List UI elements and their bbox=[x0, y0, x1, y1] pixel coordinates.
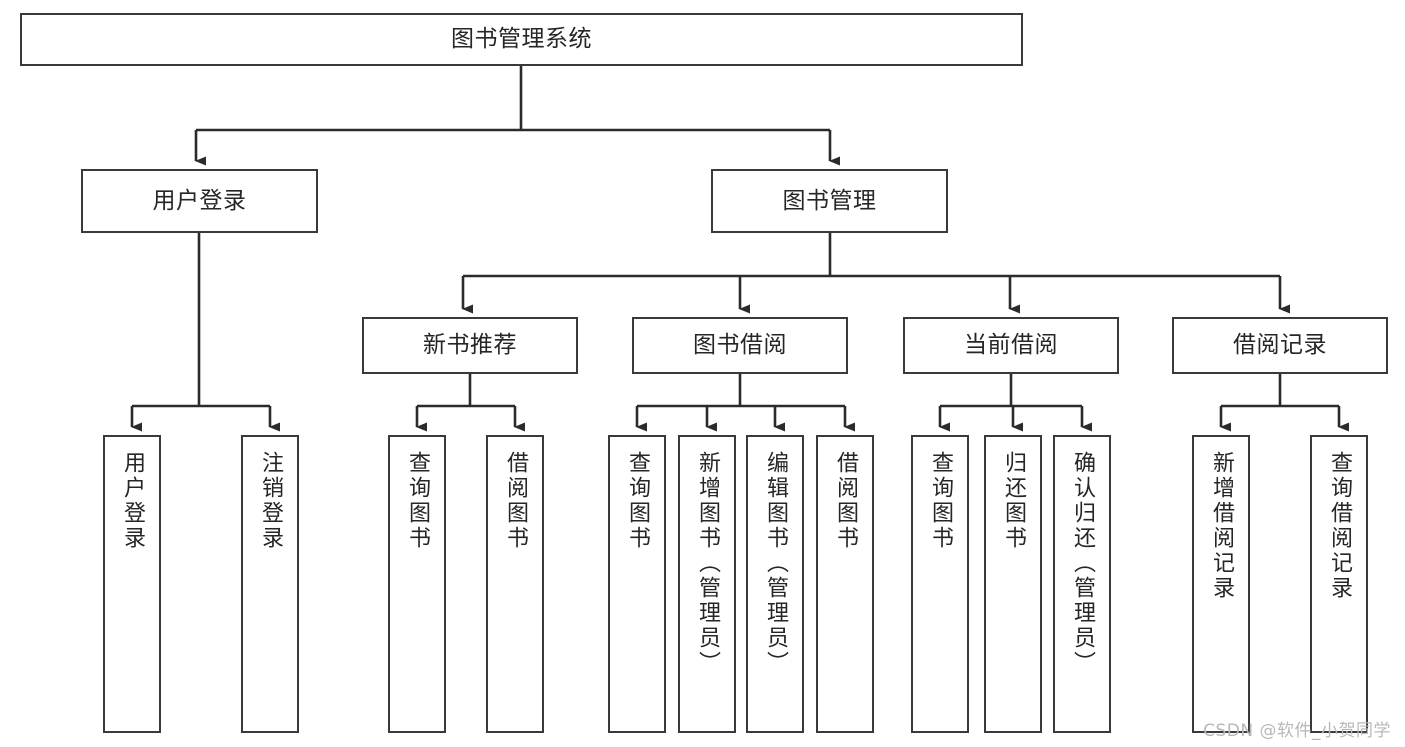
node-leaf-query-book-1[interactable]: 查询图书 bbox=[388, 435, 446, 733]
node-label: 新增借阅记录 bbox=[1209, 451, 1234, 601]
node-root[interactable]: 图书管理系统 bbox=[20, 13, 1023, 66]
node-leaf-add-record[interactable]: 新增借阅记录 bbox=[1192, 435, 1250, 733]
node-label: 用户登录 bbox=[152, 187, 247, 214]
node-label: 借阅图书 bbox=[503, 451, 528, 551]
node-leaf-confirm-return[interactable]: 确认归还（管理员） bbox=[1053, 435, 1111, 733]
node-new-book-rec[interactable]: 新书推荐 bbox=[362, 317, 578, 374]
watermark: CSDN @软件_小贺同学 bbox=[1203, 721, 1391, 741]
node-label: 确认归还（管理员） bbox=[1070, 451, 1095, 676]
node-label: 图书管理 bbox=[782, 187, 877, 214]
node-leaf-return-book[interactable]: 归还图书 bbox=[984, 435, 1042, 733]
node-label: 查询图书 bbox=[625, 451, 650, 551]
node-leaf-query-book-2[interactable]: 查询图书 bbox=[608, 435, 666, 733]
node-label: 当前借阅 bbox=[964, 332, 1058, 359]
node-leaf-add-book[interactable]: 新增图书（管理员） bbox=[678, 435, 736, 733]
node-user-login[interactable]: 用户登录 bbox=[81, 169, 318, 233]
node-label: 查询图书 bbox=[405, 451, 430, 551]
node-label: 新增图书（管理员） bbox=[695, 451, 720, 676]
node-label: 图书管理系统 bbox=[451, 26, 592, 53]
node-leaf-borrow-book-2[interactable]: 借阅图书 bbox=[816, 435, 874, 733]
node-borrow-record[interactable]: 借阅记录 bbox=[1172, 317, 1388, 374]
node-label: 注销登录 bbox=[258, 451, 283, 551]
node-current-borrow[interactable]: 当前借阅 bbox=[903, 317, 1119, 374]
node-label: 新书推荐 bbox=[423, 332, 517, 359]
node-leaf-query-record[interactable]: 查询借阅记录 bbox=[1310, 435, 1368, 733]
node-book-borrow[interactable]: 图书借阅 bbox=[632, 317, 848, 374]
node-label: 借阅记录 bbox=[1233, 332, 1327, 359]
node-label: 图书借阅 bbox=[693, 332, 787, 359]
node-leaf-user-login[interactable]: 用户登录 bbox=[103, 435, 161, 733]
node-label: 用户登录 bbox=[120, 451, 145, 551]
node-leaf-query-book-3[interactable]: 查询图书 bbox=[911, 435, 969, 733]
node-label: 借阅图书 bbox=[833, 451, 858, 551]
node-leaf-user-logout[interactable]: 注销登录 bbox=[241, 435, 299, 733]
node-label: 归还图书 bbox=[1001, 451, 1026, 551]
node-leaf-edit-book[interactable]: 编辑图书（管理员） bbox=[746, 435, 804, 733]
node-leaf-borrow-book-1[interactable]: 借阅图书 bbox=[486, 435, 544, 733]
node-book-manage[interactable]: 图书管理 bbox=[711, 169, 948, 233]
node-label: 编辑图书（管理员） bbox=[763, 451, 788, 676]
node-label: 查询图书 bbox=[928, 451, 953, 551]
node-label: 查询借阅记录 bbox=[1327, 451, 1352, 601]
